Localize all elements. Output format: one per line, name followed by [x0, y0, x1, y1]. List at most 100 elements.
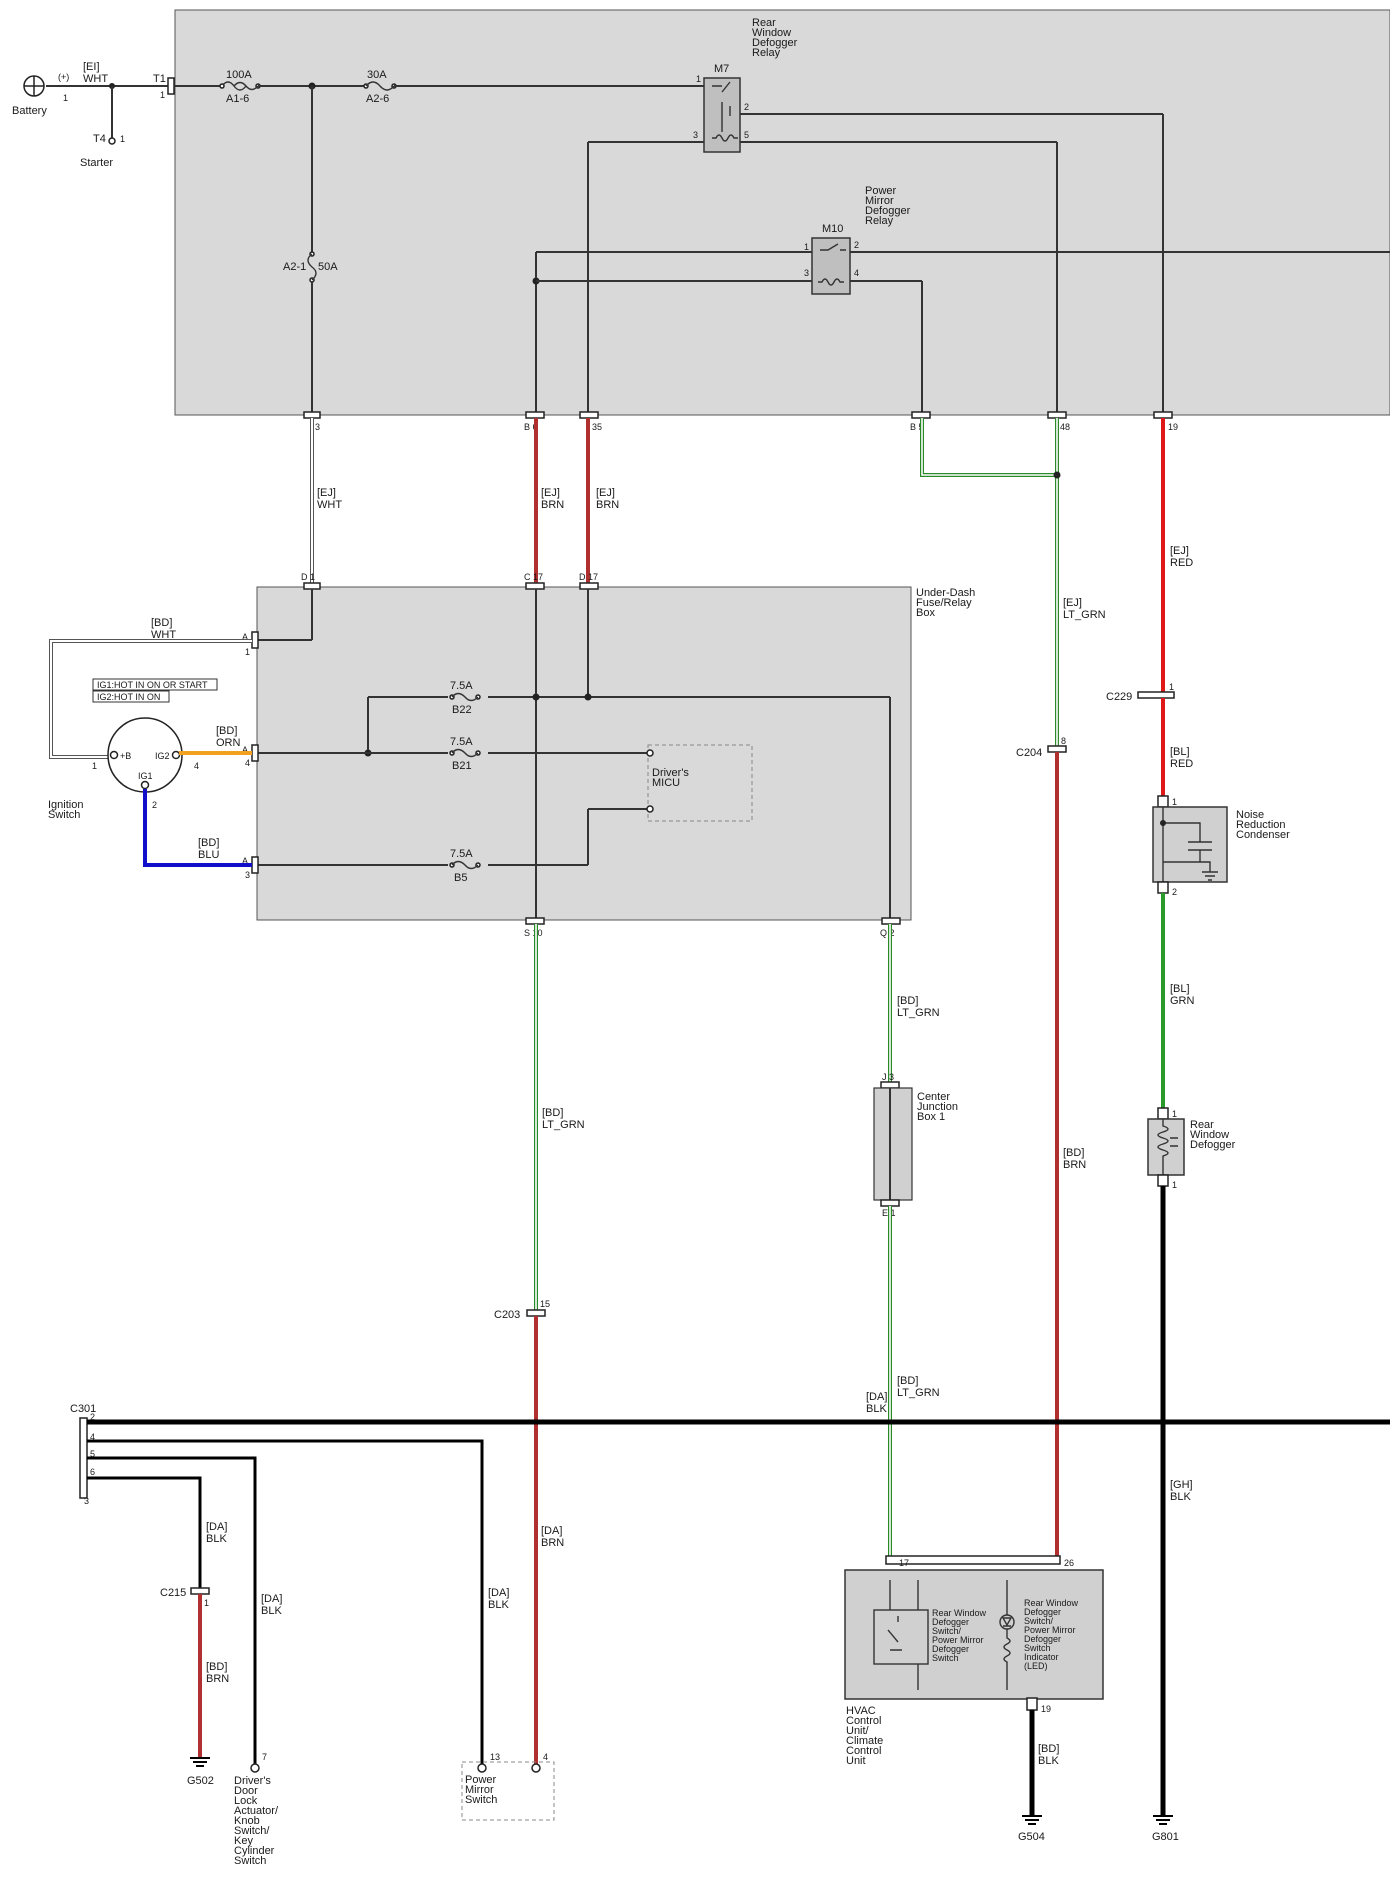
c229-label: C229 [1106, 691, 1132, 703]
ign-b-label: +B [120, 751, 131, 761]
bd-ltgrn-2-label: [BD] [542, 1107, 563, 1119]
da-blk-1-color: BLK [206, 1533, 227, 1545]
c301-pin-4: 4 [90, 1432, 95, 1442]
conn-q2-label: Q 2 [880, 928, 895, 938]
c203-label: C203 [494, 1309, 520, 1321]
da-blk-main-label: [DA] [866, 1391, 887, 1403]
bl-red-label: [BL] [1170, 746, 1190, 758]
ej-red-color: RED [1170, 557, 1193, 569]
m7-pin2: 2 [744, 102, 749, 112]
conn-35-label: 35 [592, 422, 602, 432]
ignition-label: Ignition Switch [48, 799, 87, 821]
conn-d1-label: D 1 [301, 572, 315, 582]
m10-pin4: 4 [854, 268, 859, 278]
ej-red-label: [EJ] [1170, 545, 1189, 557]
bd-orn-label: [BD] [216, 725, 237, 737]
m10-pin3: 3 [804, 268, 809, 278]
m10-label: M10 [822, 223, 843, 235]
gh-blk-color: BLK [1170, 1491, 1191, 1503]
ej-brn-2-label: [EJ] [596, 487, 615, 499]
bd-ltgrn-3-label: [BD] [897, 1375, 918, 1387]
ign-p4-label: 4 [194, 761, 199, 771]
underhood-fuse-box [174, 9, 1390, 416]
bd-wht-color: WHT [151, 629, 176, 641]
pin-a1-bot: 1 [245, 647, 250, 657]
pin-a4-top: A [242, 745, 248, 755]
b21-amp-label: 7.5A [450, 736, 473, 748]
conn-48-label: 48 [1060, 422, 1070, 432]
b22-amp-label: 7.5A [450, 680, 473, 692]
ign-ig1-label: IG1 [138, 771, 153, 781]
ign-note-1: IG1:HOT IN ON OR START [97, 680, 208, 690]
hvac-pin-19: 19 [1041, 1704, 1051, 1714]
micu-label: Driver's MICU [652, 767, 692, 789]
c301-label: C301 [70, 1403, 96, 1415]
ign-note-2: IG2:HOT IN ON [97, 692, 160, 702]
pin-a3-top: A [242, 856, 248, 866]
cjb-label: Center Junction Box 1 [917, 1091, 961, 1123]
pin-a4-bot: 4 [245, 758, 250, 768]
ign-ig2-label: IG2 [155, 751, 170, 761]
da-brn-color: BRN [541, 1537, 564, 1549]
b22-label: B22 [452, 704, 472, 716]
conn-c17-label: C 17 [524, 572, 543, 582]
g801-label: G801 [1152, 1831, 1179, 1843]
c204-label: C204 [1016, 747, 1042, 759]
m7-pin3: 3 [693, 130, 698, 140]
da-blk-2-color: BLK [261, 1605, 282, 1617]
hvac-control-unit [844, 1569, 1104, 1700]
b21-label: B21 [452, 760, 472, 772]
bd-blu-color: BLU [198, 849, 219, 861]
conn-19-label: 19 [1168, 422, 1178, 432]
bd-brn-long-label: [BD] [1063, 1147, 1084, 1159]
fuse-50a-label: 50A [318, 261, 338, 273]
rear-window-defogger [1147, 1118, 1185, 1176]
ej-brn-1-label: [EJ] [541, 487, 560, 499]
c301-pin-6: 6 [90, 1467, 95, 1477]
b5-amp-label: 7.5A [450, 848, 473, 860]
gh-blk-label: [GH] [1170, 1479, 1193, 1491]
driver-micu [647, 744, 753, 822]
rwd-label: Rear Window Defogger [1190, 1119, 1236, 1151]
c203-pin: 15 [540, 1299, 550, 1309]
bl-red-color: RED [1170, 758, 1193, 770]
noise-reduction-condenser [1152, 806, 1228, 883]
bl-grn-label: [BL] [1170, 983, 1190, 995]
hvac-label: HVAC Control Unit/ Climate Control Unit [846, 1705, 886, 1767]
bd-ltgrn-1-label: [BD] [897, 995, 918, 1007]
m10-pin1: 1 [804, 242, 809, 252]
c301-pin-2: 2 [90, 1412, 95, 1422]
ej-wht-label: [EJ] [317, 487, 336, 499]
battery-label: Battery [12, 105, 47, 117]
hvac-switch-label: Rear Window Defogger Switch/ Power Mirro… [932, 1608, 989, 1663]
hvac-pin-17: 17 [899, 1558, 909, 1568]
ej-ltgrn-label: [EJ] [1063, 597, 1082, 609]
m7-relay [703, 77, 741, 153]
da-blk-1-label: [DA] [206, 1521, 227, 1533]
underdash-title: Under-Dash Fuse/Relay Box [916, 587, 978, 619]
t4-pin-label: 1 [120, 134, 125, 144]
da-brn-label: [DA] [541, 1525, 562, 1537]
ei-label: [EI] [83, 61, 100, 73]
pm-pin-4: 4 [543, 1752, 548, 1762]
bd-brn-long-color: BRN [1063, 1159, 1086, 1171]
da-blk-main-color: BLK [866, 1403, 887, 1415]
g504-label: G504 [1018, 1831, 1045, 1843]
conn-s10-label: S 10 [524, 928, 543, 938]
t1-pin-label: 1 [160, 90, 165, 100]
noise-p1: 1 [1172, 797, 1177, 807]
bd-ltgrn-2-color: LT_GRN [542, 1119, 585, 1131]
m7-pin5: 5 [744, 130, 749, 140]
ej-wht-color: WHT [317, 499, 342, 511]
m7-pin1: 1 [696, 74, 701, 84]
conn-b5-label: B 5 [910, 422, 924, 432]
fuse-30a-label: 30A [367, 69, 387, 81]
c215-pin: 1 [204, 1598, 209, 1608]
center-junction-box [873, 1087, 913, 1201]
g502-label: G502 [187, 1775, 214, 1787]
ej-brn-1-color: BRN [541, 499, 564, 511]
bd-orn-color: ORN [216, 737, 241, 749]
bl-grn-color: GRN [1170, 995, 1195, 1007]
bd-ltgrn-1-color: LT_GRN [897, 1007, 940, 1019]
fuse-a26-label: A2-6 [366, 93, 389, 105]
